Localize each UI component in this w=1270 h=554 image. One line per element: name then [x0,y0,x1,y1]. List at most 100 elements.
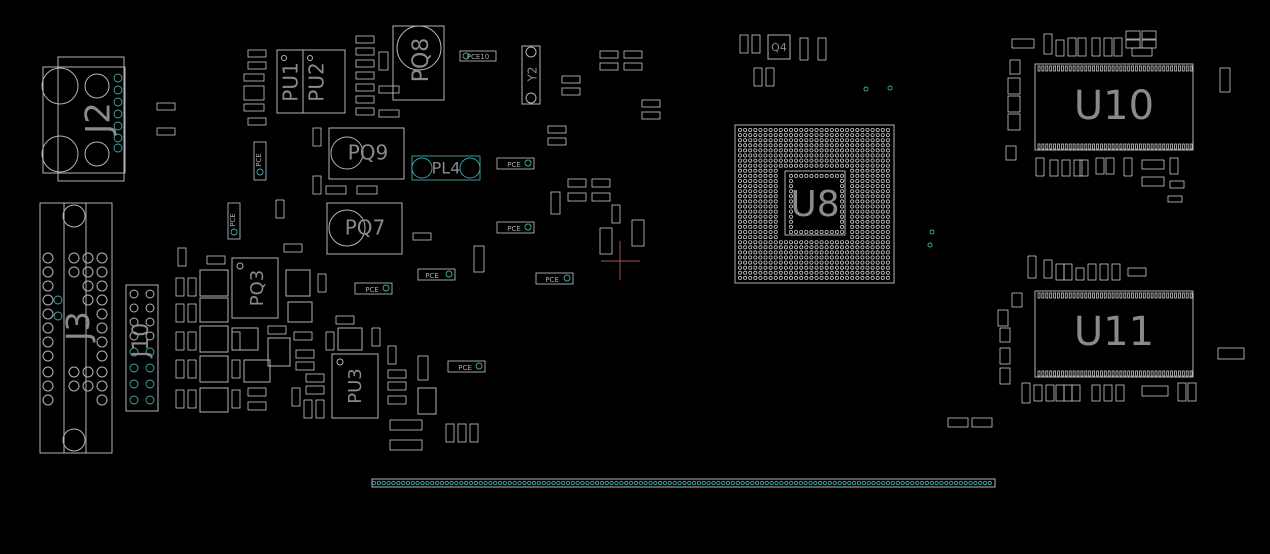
bga-ball [829,229,834,234]
cap-pce-i[interactable]: PCE [447,360,486,373]
bga-ball [814,245,819,250]
bga-ball [743,270,748,275]
mosfet-pq7[interactable]: PQ7 [326,202,403,255]
bga-ball [870,255,875,260]
ic-pin [1139,292,1142,299]
bga-ball [829,153,834,158]
bga-ball [875,255,880,260]
chip-u10[interactable]: U10 [1034,63,1194,151]
bga-ball [748,194,753,199]
cap-pce-d[interactable]: PCE [227,202,241,240]
bga-ball [743,184,748,189]
cap-pce-h[interactable]: PCE [354,282,393,295]
bga-ball [753,270,758,275]
ic-pin [1053,292,1056,299]
bga-ball [778,255,783,260]
mosfet-pq9[interactable]: PQ9 [328,127,405,180]
bga-ball [840,127,845,132]
mosfet-pq3[interactable]: PQ3 [231,257,279,319]
edge-finger-pad [774,480,779,486]
bga-ball [865,153,870,158]
edge-finger-pad [706,480,711,486]
chip-u11[interactable]: U11 [1034,290,1194,378]
edge-finger-pad [871,480,876,486]
bga-ball [840,224,845,229]
bga-ball [809,260,814,265]
bga-ball [840,265,845,270]
bga-ball [743,168,748,173]
bga-ball [834,270,839,275]
bga-ball [819,240,824,245]
bga-ball [885,153,890,158]
cap-pce10[interactable]: PCE10 [459,50,497,62]
bga-ball [768,163,773,168]
bga-ball [748,235,753,240]
bga-ball [768,173,773,178]
bga-ball [855,148,860,153]
cap-pce-b[interactable]: PCE [496,157,535,170]
cap-pce-g[interactable]: PCE [535,272,574,285]
connector-j3[interactable]: J3 [39,202,113,454]
bga-ball [799,265,804,270]
connector-j10[interactable]: J10 [125,284,159,412]
bga-ball [829,250,834,255]
regulator-pu1-pu2[interactable]: PU1 PU2 [276,49,346,114]
edge-finger-pad [531,480,537,486]
edge-finger-pad [439,480,445,486]
edge-finger-pad [541,480,546,486]
ic-pin [1123,65,1127,72]
chip-u8-bga[interactable]: U8 [734,124,895,284]
ic-pin [1064,292,1068,299]
bga-ball [743,194,748,199]
mosfet-pq8[interactable]: PQ8 [392,25,445,101]
crystal-y2[interactable]: Y2 [521,45,541,105]
bga-ball [855,173,860,178]
edge-connector[interactable] [371,478,996,488]
ic-pin [1072,292,1076,299]
ic-pin [1185,143,1189,150]
ic-pin [1100,292,1103,299]
edge-finger-pad [696,480,702,486]
cap-pce-f[interactable]: PCE [417,268,456,281]
ic-pin [1185,292,1189,299]
bga-ball [799,143,804,148]
bga-ball [778,133,783,138]
bga-ball [748,163,753,168]
bga-ball [875,235,880,240]
bga-ball [865,204,870,209]
bga-ball [824,275,829,280]
bga-ball [748,250,753,255]
transistor-q4[interactable]: Q4 [767,34,791,60]
bga-ball [743,240,748,245]
edge-finger-pad [953,480,959,486]
ic-pin [1064,143,1068,150]
connector-j2[interactable]: J2 [41,56,126,182]
cap-pce-e[interactable]: PCE [496,221,535,234]
edge-finger-pad [948,480,954,486]
bga-ball [865,148,870,153]
bga-ball [748,148,753,153]
bga-ball [758,178,763,183]
bga-ball [875,168,880,173]
bga-ball [860,214,865,219]
bga-ball [738,204,743,209]
bga-ball [865,178,870,183]
bga-ball [748,204,753,209]
bga-ball [773,163,778,168]
bga-ball [763,184,768,189]
bga-ball [789,194,794,199]
ic-pin [1080,143,1084,150]
edge-finger-pad [483,480,488,486]
bga-ball [865,265,870,270]
bga-ball [794,250,799,255]
bga-ball [824,265,829,270]
bga-ball [773,184,778,189]
ic-pin [1092,65,1095,72]
edge-finger-pad [856,480,862,486]
bga-ball [845,133,850,138]
regulator-pu3[interactable]: PU3 [331,353,379,419]
q4-label: Q4 [771,41,787,54]
inductor-pl4[interactable]: PL4 [411,155,481,181]
cap-pce-c[interactable]: PCE [253,141,267,181]
